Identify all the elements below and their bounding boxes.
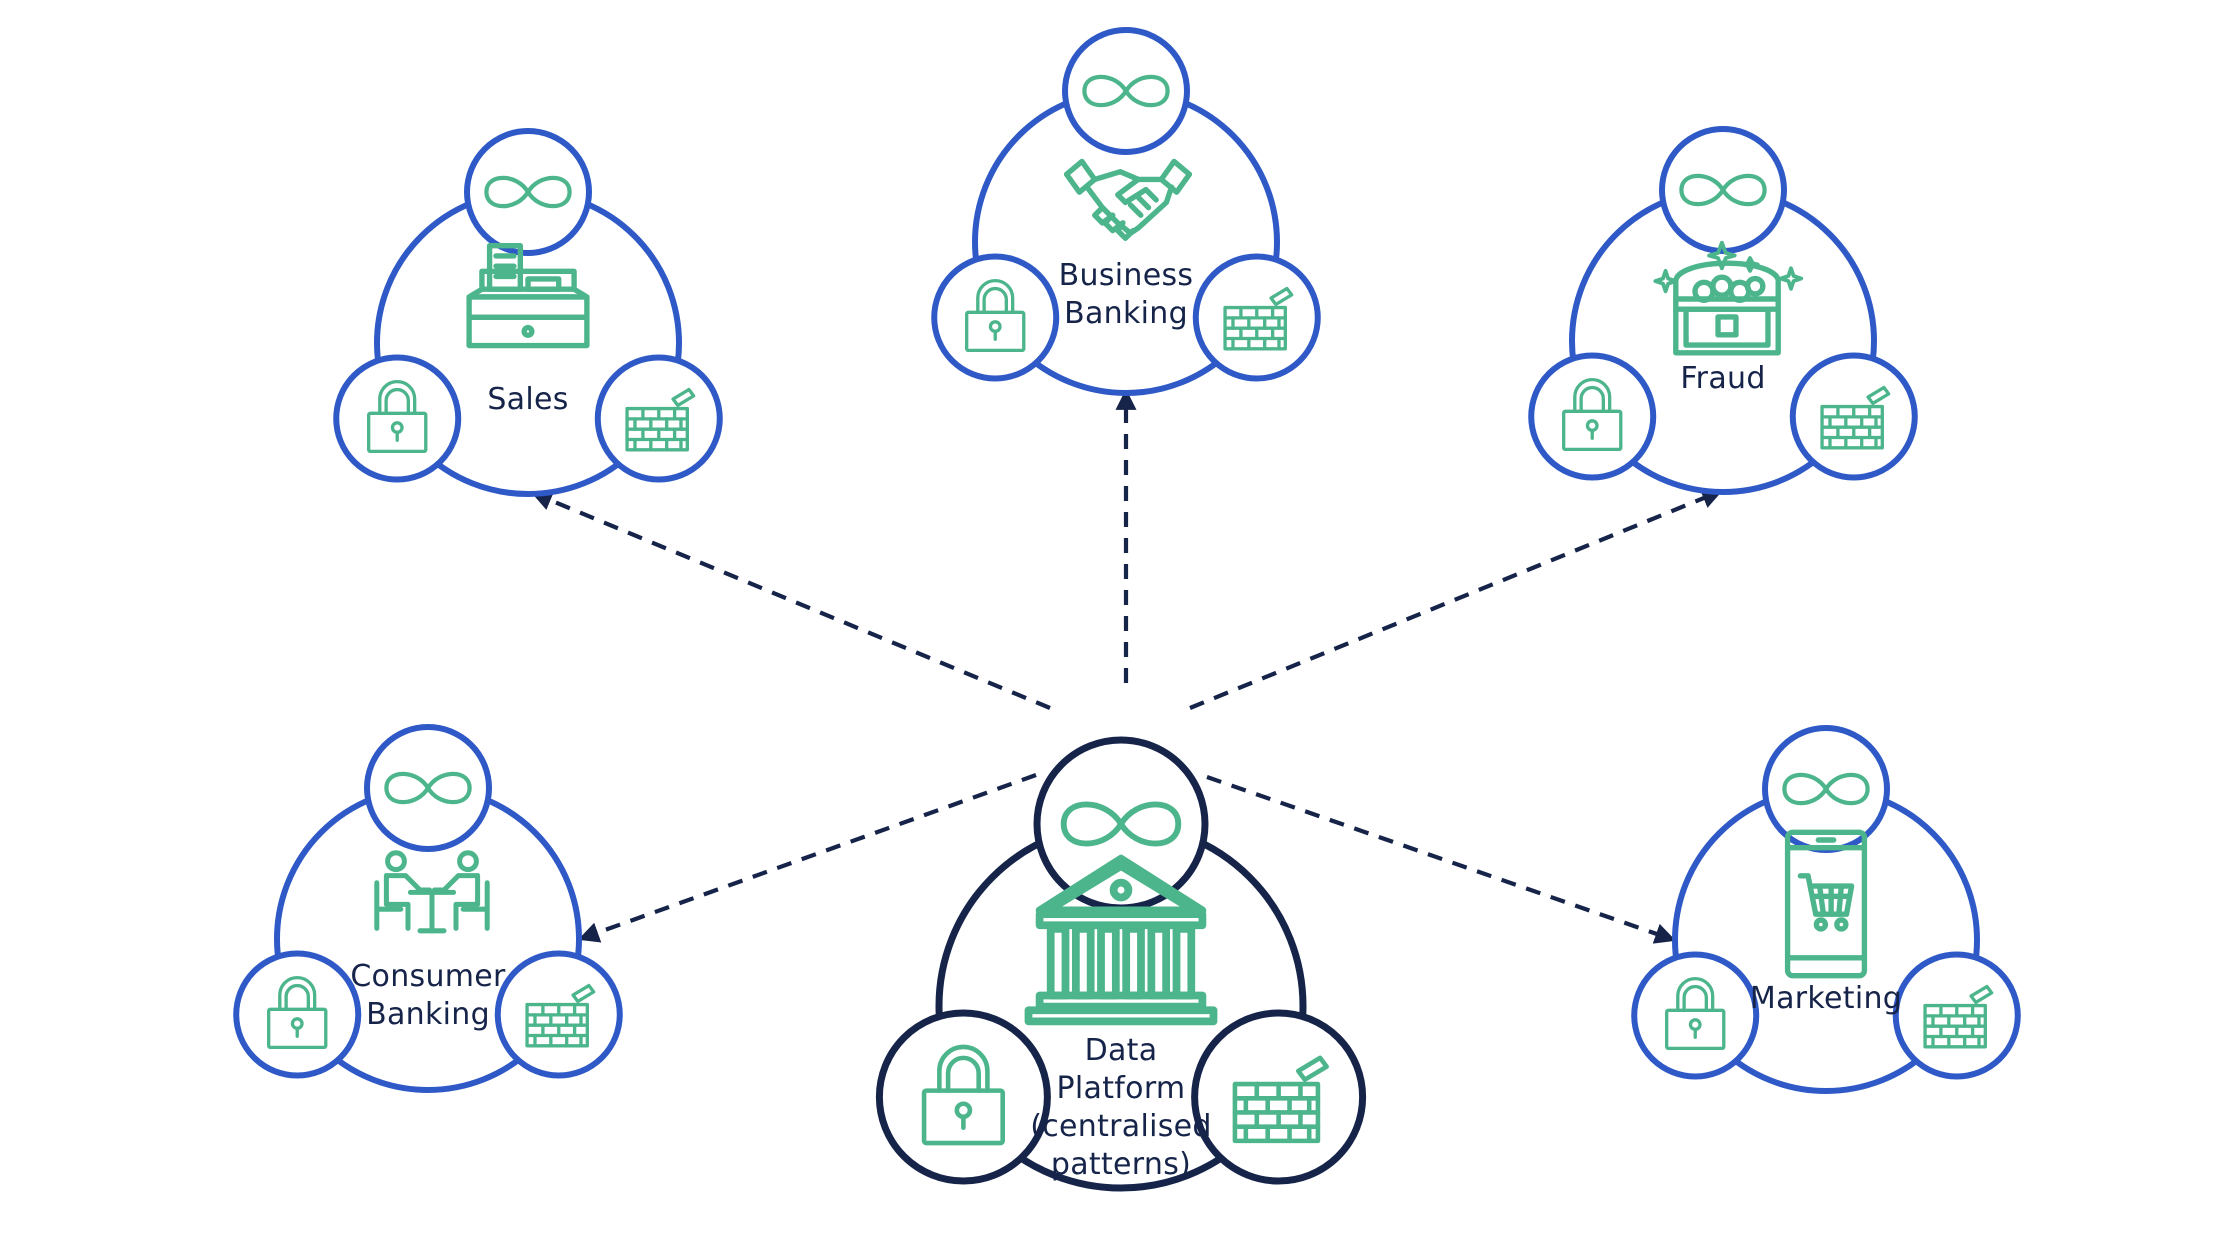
cash-register-icon (466, 242, 590, 349)
central-label-line: Data (1085, 1033, 1158, 1068)
infinity-icon (1082, 74, 1170, 108)
sales-lock-badge (333, 354, 462, 483)
sales-label-line: Sales (487, 382, 568, 417)
sales-label: Sales (487, 382, 568, 417)
central-lock-badge (875, 1009, 1051, 1185)
firewall-icon (1923, 984, 1994, 1049)
handshake-icon (1063, 158, 1193, 241)
marketing-firewall-badge (1892, 951, 2021, 1080)
firewall-icon (525, 983, 596, 1048)
central-label-line: (centralised (1030, 1109, 1212, 1144)
consumer-banking-firewall-badge (494, 950, 623, 1079)
meeting-people-icon (374, 850, 490, 934)
connector-arrow-fraud (1189, 488, 1723, 710)
firewall-icon (1223, 286, 1294, 351)
connector-arrow-sales (531, 490, 1051, 710)
central-label-line: Platform (1057, 1071, 1186, 1106)
consumer-banking-label-line: Banking (366, 997, 490, 1032)
business-banking-lock-badge (931, 253, 1060, 382)
sales-infinity-badge (464, 128, 592, 256)
marketing-node: Marketing (1631, 725, 2021, 1094)
business-banking-label-line: Business (1059, 258, 1194, 293)
fraud-infinity-badge (1659, 126, 1787, 254)
fraud-label-line: Fraud (1680, 361, 1765, 396)
lock-icon (965, 278, 1026, 353)
firewall-icon (625, 387, 696, 452)
firewall-icon (1820, 385, 1891, 450)
sales-node: Sales (333, 128, 723, 497)
infinity-icon (1782, 772, 1870, 806)
business-banking-infinity-badge (1062, 27, 1190, 155)
consumer-banking-lock-badge (233, 950, 362, 1079)
lock-icon (1562, 377, 1623, 452)
infinity-icon (1679, 173, 1767, 207)
connector-arrow-consumer-banking (578, 773, 1037, 943)
marketing-lock-badge (1631, 951, 1760, 1080)
treasure-chest-icon (1653, 240, 1804, 356)
sales-firewall-badge (594, 354, 723, 483)
central-label-line: patterns) (1051, 1147, 1191, 1182)
infinity-icon (1060, 801, 1182, 847)
consumer-banking-label-line: Consumer (350, 959, 506, 994)
connector-arrow-marketing (1206, 775, 1676, 944)
fraud-label: Fraud (1680, 361, 1765, 396)
lock-icon (267, 975, 328, 1050)
infinity-icon (384, 771, 472, 805)
marketing-label: Marketing (1750, 981, 1902, 1016)
fraud-node: Fraud (1528, 126, 1918, 495)
lock-icon (1665, 976, 1726, 1051)
fraud-lock-badge (1528, 352, 1657, 481)
central-firewall-badge (1191, 1009, 1367, 1185)
lock-icon (921, 1044, 1005, 1146)
lock-icon (367, 379, 428, 454)
business-banking-firewall-badge (1192, 253, 1321, 382)
business-banking-label-line: Banking (1064, 296, 1188, 331)
fraud-firewall-badge (1789, 352, 1918, 481)
consumer-banking-infinity-badge (364, 724, 492, 852)
marketing-label-line: Marketing (1750, 981, 1902, 1016)
infinity-icon (484, 175, 572, 209)
firewall-icon (1232, 1055, 1329, 1144)
bank-building-icon (1024, 854, 1218, 1026)
mobile-shopping-icon (1784, 829, 1868, 979)
